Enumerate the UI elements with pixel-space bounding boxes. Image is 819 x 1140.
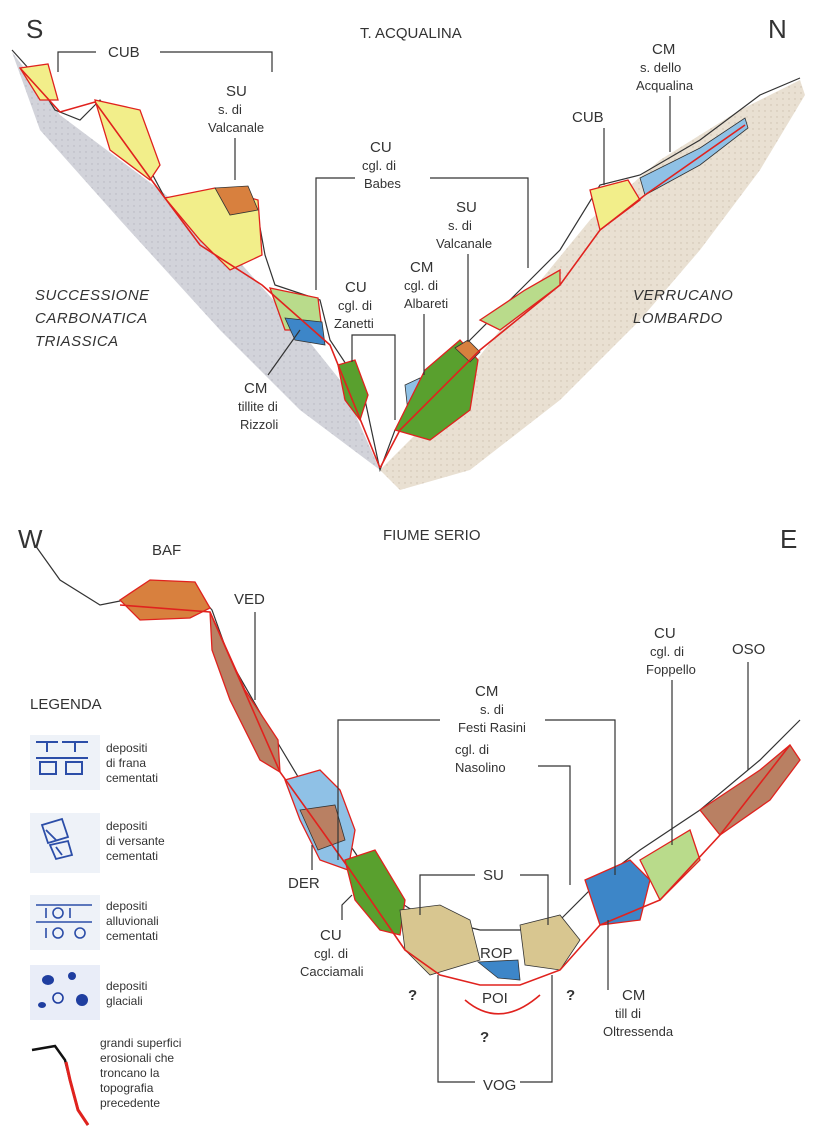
label-cu-babes-l2: Babes [364,176,401,191]
label-cm-festi-l1: s. di [480,702,504,717]
label-nasolino-l2: Nasolino [455,760,506,775]
legend-item-glacial: depositi glaciali [30,965,147,1020]
question-mark-2: ? [566,987,575,1004]
label-cm-albareti-l1: cgl. di [404,278,438,293]
legend-item-landslide: depositi di frana cementati [30,735,158,790]
leader-cub-left [58,52,272,72]
legend-item-5-line-4: topografia [100,1081,154,1095]
label-ved: VED [234,591,265,608]
label-cm-albareti: CM [410,259,433,276]
legend-item-4-line-2: glaciali [106,994,143,1008]
leader-cu-cacciamali [342,895,352,920]
bottom-section: W E FIUME SERIO BAF VED CM s. di Fest [18,524,800,1094]
unit-su-left [400,905,480,975]
label-cm-rizzoli-l2: Rizzoli [240,417,278,432]
label-su-valcanale-l2: Valcanale [208,120,264,135]
label-poi: POI [482,990,508,1007]
legend: LEGENDA depositi di frana cementati depo… [30,696,181,1125]
label-cm-oltressenda-l2: Oltressenda [603,1024,674,1039]
top-section: S N T. ACQUALINA SUCCESSIONE CARBONATICA… [12,14,805,490]
glacial-icon [30,965,100,1020]
label-cub-left: CUB [108,44,140,61]
question-mark-3: ? [480,1029,489,1046]
label-cu-zanetti: CU [345,279,367,296]
label-der: DER [288,875,320,892]
legend-item-erosion: grandi superfici erosionali che troncano… [32,1036,181,1125]
legend-item-4-line-1: depositi [106,979,147,993]
label-cm-rizzoli-l1: tillite di [238,399,278,414]
dir-south: S [26,14,43,44]
domain-left-2: CARBONATICA [35,310,148,327]
label-cu-babes: CU [370,139,392,156]
label-cu-foppello-l1: cgl. di [650,644,684,659]
question-mark-1: ? [408,987,417,1004]
label-su-valcanale-l1: s. di [218,102,242,117]
domain-left-1: SUCCESSIONE [35,287,150,304]
label-rop: ROP [480,945,513,962]
legend-title: LEGENDA [30,696,102,713]
unit-cacciamali [345,850,405,935]
unit-baf [120,580,210,620]
legend-item-5-line-1: grandi superfici [100,1036,181,1050]
legend-item-3-line-2: alluvionali [106,914,159,928]
label-cm-acqualina-l2: Acqualina [636,78,694,93]
label-cm-albareti-l2: Albareti [404,296,448,311]
label-nasolino-l1: cgl. di [455,742,489,757]
label-cu-foppello-l2: Foppello [646,662,696,677]
label-su: SU [483,867,504,884]
label-cu-foppello: CU [654,625,676,642]
label-cu-cacciamali: CU [320,927,342,944]
dir-north: N [768,14,787,44]
legend-item-5-line-3: troncano la [100,1066,160,1080]
legend-item-3-line-3: cementati [106,929,158,943]
unit-poi [478,960,520,980]
label-cm-festi-l2: Festi Rasini [458,720,526,735]
legend-item-1-line-1: depositi [106,741,147,755]
label-cm-rizzoli: CM [244,380,267,397]
label-cu-cacciamali-l1: cgl. di [314,946,348,961]
legend-item-3-line-1: depositi [106,899,147,913]
label-su-valcanale2: SU [456,199,477,216]
legend-item-1-line-3: cementati [106,771,158,785]
legend-item-2-line-1: depositi [106,819,147,833]
legend-item-alluvial: depositi alluvionali cementati [30,895,159,950]
slope-icon [30,813,100,873]
legend-item-slope: depositi di versante cementati [30,813,165,873]
label-cm-acqualina: CM [652,41,675,58]
legend-item-1-line-2: di frana [106,756,146,770]
label-cm-acqualina-l1: s. dello [640,60,681,75]
label-vog: VOG [483,1077,516,1094]
bottom-title: FIUME SERIO [383,527,481,544]
label-cub-right: CUB [572,109,604,126]
dir-east: E [780,524,797,554]
label-su-valcanale2-l2: Valcanale [436,236,492,251]
domain-right-1: VERRUCANO [633,287,733,304]
unit-oso [700,745,800,835]
label-cu-babes-l1: cgl. di [362,158,396,173]
label-oso: OSO [732,641,765,658]
label-cm-oltressenda: CM [622,987,645,1004]
label-cu-zanetti-l1: cgl. di [338,298,372,313]
unit-festi-blue [585,860,650,925]
label-cu-cacciamali-l2: Cacciamali [300,964,364,979]
leader-nasolino [538,766,570,885]
unit-su-right [520,915,580,970]
label-baf: BAF [152,542,181,559]
legend-item-2-line-3: cementati [106,849,158,863]
top-title: T. ACQUALINA [360,25,462,42]
label-cu-zanetti-l2: Zanetti [334,316,374,331]
legend-item-2-line-2: di versante [106,834,165,848]
label-su-valcanale: SU [226,83,247,100]
legend-item-5-line-5: precedente [100,1096,160,1110]
label-cm-festi: CM [475,683,498,700]
dir-west: W [18,524,43,554]
legend-item-5-line-2: erosionali che [100,1051,174,1065]
domain-left-3: TRIASSICA [35,333,119,350]
domain-right-2: LOMBARDO [633,310,723,327]
label-su-valcanale2-l1: s. di [448,218,472,233]
label-cm-oltressenda-l1: till di [615,1006,641,1021]
